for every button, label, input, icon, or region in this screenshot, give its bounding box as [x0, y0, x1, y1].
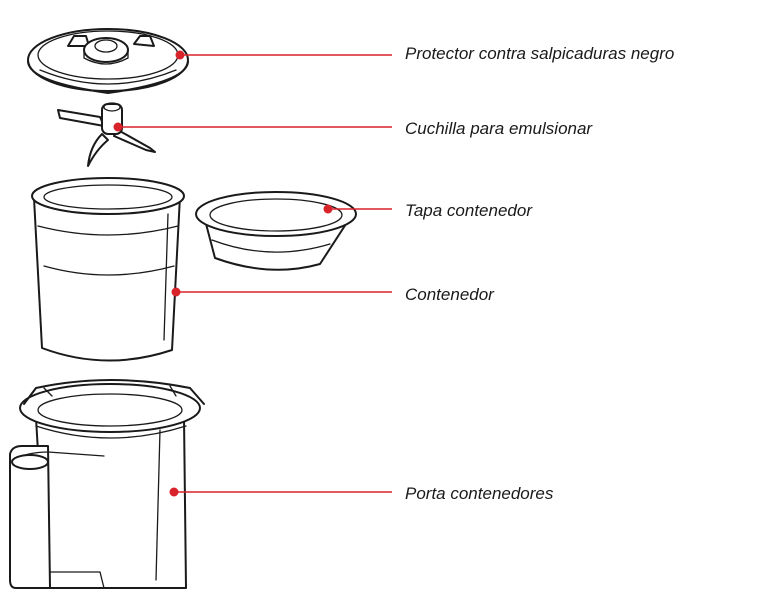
leader-dot-tapa [323, 204, 333, 214]
splash-guard-drawing [27, 28, 189, 94]
label-cuchilla: Cuchilla para emulsionar [405, 119, 593, 138]
label-tapa: Tapa contenedor [405, 201, 532, 220]
leader-dot-cuchilla [113, 122, 123, 132]
leader-dot-contenedor [171, 287, 181, 297]
leader-dot-porta [169, 487, 179, 497]
label-porta: Porta contenedores [405, 484, 554, 503]
leader-dot-protector [175, 50, 185, 60]
container-lid-drawing [195, 191, 357, 271]
leader-lines [113, 50, 392, 497]
label-contenedor: Contenedor [405, 285, 494, 304]
emulsion-blade-drawing [57, 102, 156, 167]
container-holder-drawing [9, 379, 205, 589]
container-drawing [31, 177, 185, 362]
label-protector: Protector contra salpicaduras negro [405, 44, 675, 63]
